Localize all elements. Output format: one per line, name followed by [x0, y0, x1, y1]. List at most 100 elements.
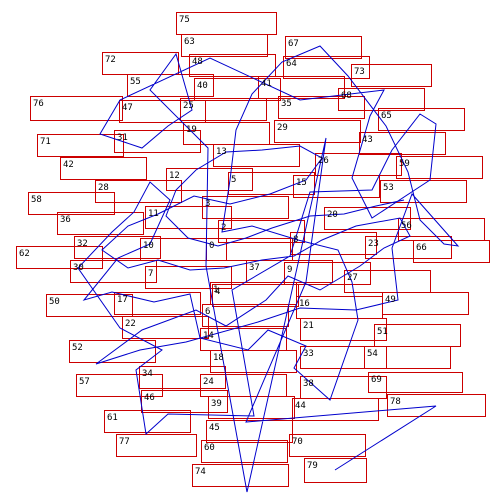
node-label-66: 66	[416, 243, 427, 253]
node-label-43: 43	[362, 135, 373, 145]
node-box-26	[315, 153, 402, 176]
node-box-43	[359, 132, 446, 155]
node-box-34	[139, 366, 226, 389]
node-label-49: 49	[385, 295, 396, 305]
node-label-73: 73	[354, 67, 365, 77]
node-label-0: 0	[209, 241, 214, 251]
node-box-78	[387, 394, 486, 417]
node-label-68: 68	[341, 91, 352, 101]
node-label-65: 65	[381, 111, 392, 121]
node-box-74	[192, 464, 289, 487]
node-box-12	[166, 168, 253, 191]
node-box-25	[180, 98, 267, 121]
node-box-54	[364, 346, 451, 369]
node-label-58: 58	[31, 195, 42, 205]
node-box-2	[218, 220, 305, 243]
node-box-52	[69, 340, 156, 363]
node-label-31: 31	[117, 133, 128, 143]
node-label-57: 57	[79, 377, 90, 387]
node-box-53	[380, 180, 467, 203]
node-box-35	[278, 96, 365, 119]
node-label-76: 76	[33, 99, 44, 109]
node-box-76	[30, 96, 123, 121]
node-label-56: 56	[401, 221, 412, 231]
node-label-67: 67	[288, 39, 299, 49]
node-boxes	[16, 12, 490, 487]
node-box-57	[76, 374, 163, 397]
node-box-59	[396, 156, 483, 179]
node-box-36	[57, 212, 144, 235]
node-box-31	[114, 130, 201, 153]
node-box-10	[140, 238, 227, 261]
node-label-21: 21	[303, 321, 314, 331]
node-label-16: 16	[299, 299, 310, 309]
node-label-37: 37	[249, 263, 260, 273]
node-label-19: 19	[186, 125, 197, 135]
node-label-36: 36	[60, 215, 71, 225]
node-label-30: 30	[73, 263, 84, 273]
node-label-22: 22	[125, 319, 136, 329]
node-box-77	[116, 434, 197, 457]
node-box-68	[338, 88, 425, 111]
node-label-46: 46	[144, 393, 155, 403]
node-label-2: 2	[221, 223, 226, 233]
node-label-51: 51	[377, 327, 388, 337]
node-label-77: 77	[119, 437, 130, 447]
node-label-11: 11	[148, 209, 159, 219]
node-box-46	[141, 390, 228, 413]
node-box-39	[208, 396, 295, 419]
node-label-13: 13	[216, 147, 227, 157]
node-box-6	[202, 304, 289, 327]
node-label-34: 34	[142, 369, 153, 379]
node-label-24: 24	[203, 377, 214, 387]
node-label-1: 1	[213, 285, 218, 295]
node-box-50	[46, 294, 133, 317]
node-label-40: 40	[197, 81, 208, 91]
node-label-32: 32	[77, 239, 88, 249]
node-box-73	[351, 64, 432, 87]
node-box-22	[122, 316, 209, 339]
node-box-21	[300, 318, 387, 341]
node-box-66	[413, 240, 490, 263]
node-label-15: 15	[296, 178, 307, 188]
node-label-44: 44	[295, 401, 306, 411]
node-box-19	[183, 122, 270, 145]
node-box-65	[378, 108, 465, 131]
node-box-42	[60, 157, 147, 180]
node-label-38: 38	[303, 379, 314, 389]
node-box-60	[201, 440, 288, 463]
node-label-45: 45	[209, 423, 220, 433]
node-label-79: 79	[307, 461, 318, 471]
node-labels: 0123456789101112131415161718192021222324…	[19, 15, 427, 477]
node-label-8: 8	[293, 235, 298, 245]
node-box-30	[70, 260, 157, 283]
node-label-14: 14	[203, 331, 214, 341]
node-label-63: 63	[184, 37, 195, 47]
node-box-11	[145, 206, 232, 229]
node-box-58	[28, 192, 115, 215]
node-box-45	[206, 420, 293, 443]
node-label-35: 35	[281, 99, 292, 109]
node-box-1	[210, 282, 297, 305]
node-label-48: 48	[192, 57, 203, 67]
node-label-47: 47	[122, 103, 133, 113]
node-label-33: 33	[303, 349, 314, 359]
node-box-62	[16, 246, 103, 269]
node-label-27: 27	[347, 273, 358, 283]
node-label-3: 3	[205, 199, 210, 209]
node-label-7: 7	[148, 269, 153, 279]
node-label-25: 25	[183, 101, 194, 111]
node-label-50: 50	[49, 297, 60, 307]
node-label-78: 78	[390, 397, 401, 407]
node-label-52: 52	[72, 343, 83, 353]
node-label-59: 59	[399, 159, 410, 169]
node-box-28	[95, 180, 182, 203]
node-label-26: 26	[318, 156, 329, 166]
node-box-8	[290, 232, 377, 255]
node-label-72: 72	[105, 55, 116, 65]
node-box-47	[119, 100, 206, 123]
node-label-20: 20	[327, 210, 338, 220]
node-label-53: 53	[383, 183, 394, 193]
